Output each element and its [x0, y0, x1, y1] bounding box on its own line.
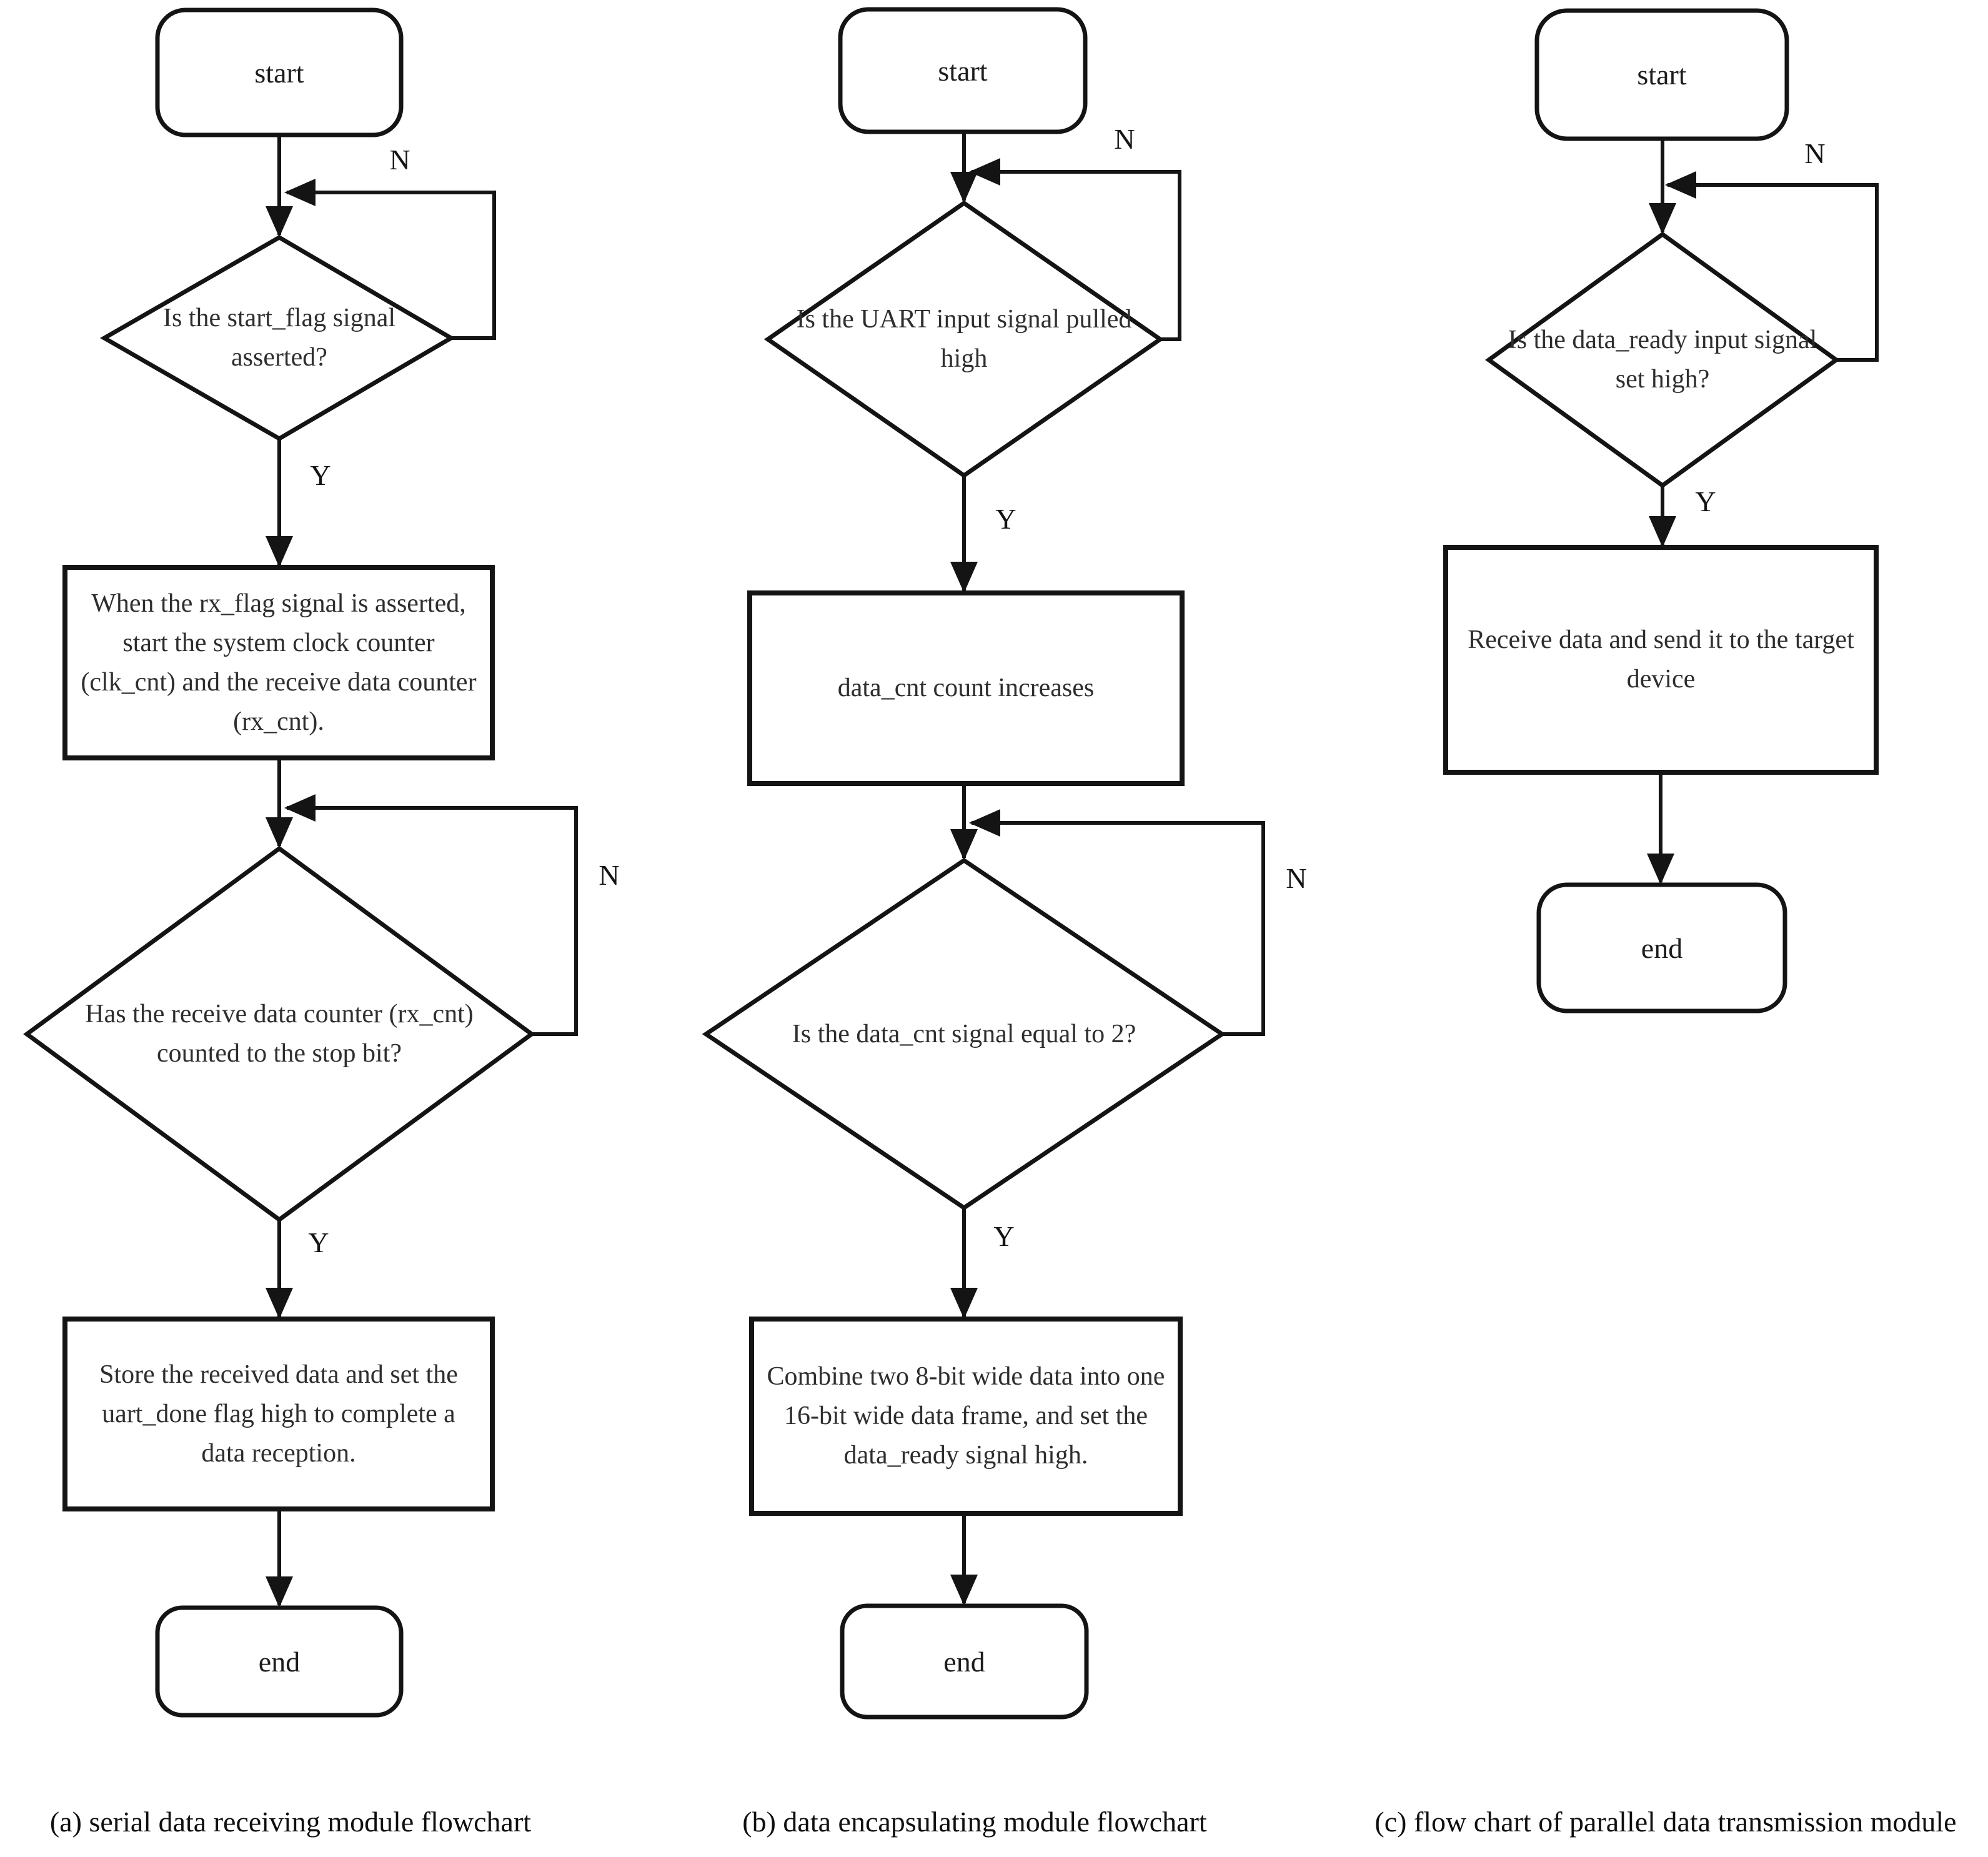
a-branch-y2: Y — [308, 1226, 329, 1258]
b-loop-decision2-no — [969, 809, 1265, 1036]
a-arrow-into-process1 — [266, 536, 293, 567]
b-decision1-shape — [763, 200, 1165, 479]
c-arrow-loop1 — [1665, 171, 1696, 199]
a-loop-decision2-no — [284, 794, 578, 1036]
a-start-shape — [155, 7, 404, 137]
a-arrow-into-decision2 — [266, 817, 293, 849]
c-loop-decision1-no — [1665, 171, 1879, 362]
a-end-shape — [155, 1605, 404, 1718]
b-process1-shape — [747, 590, 1185, 786]
b-arrow-into-process1 — [950, 562, 978, 593]
c-caption: (c) flow chart of parallel data transmis… — [1374, 1805, 1957, 1838]
a-connector-decision1-process1 — [266, 439, 293, 567]
b-decision2-shape — [702, 857, 1226, 1211]
c-start-label: start — [1637, 59, 1687, 91]
a-branch-y1: Y — [310, 459, 331, 491]
b-arrow-into-decision2 — [950, 829, 978, 860]
b-branch-n2: N — [1286, 862, 1307, 894]
a-loop-decision1-no — [284, 179, 496, 340]
c-process1-label: Receive data and send it to the target d… — [1468, 625, 1854, 694]
b-decision1-label: Is the UART input signal pulled high — [796, 305, 1132, 373]
c-connector-decision1-process1 — [1649, 485, 1676, 547]
c-decision1-shape — [1485, 231, 1840, 489]
c-branch-y1: Y — [1695, 485, 1716, 517]
b-arrow-loop1 — [969, 158, 1000, 186]
a-arrow-into-end — [266, 1576, 293, 1608]
b-process2-label: Combine two 8-bit wide data into one 16-… — [767, 1362, 1165, 1470]
c-end-shape — [1536, 882, 1787, 1013]
b-end-shape — [840, 1603, 1089, 1720]
a-decision2-label: Has the receive data counter (rx_cnt) co… — [85, 1000, 474, 1068]
c-connector-process1-end — [1647, 772, 1674, 885]
a-process2-shape — [62, 1317, 495, 1511]
b-connector-decision2-process2 — [950, 1208, 978, 1319]
b-arrow-loop2 — [969, 809, 1000, 837]
b-loop-decision1-no — [969, 158, 1181, 341]
b-connector-process2-end — [950, 1513, 978, 1606]
c-start-shape — [1534, 8, 1789, 141]
b-branch-y2: Y — [993, 1220, 1015, 1252]
b-decision2-label: Is the data_cnt signal equal to 2? — [792, 1019, 1136, 1048]
a-connector-process2-end — [266, 1509, 293, 1608]
a-decision2-shape — [23, 845, 535, 1223]
c-end-label: end — [1641, 932, 1683, 964]
a-caption: (a) serial data receiving module flowcha… — [49, 1805, 532, 1838]
b-process2-shape — [749, 1317, 1183, 1516]
b-arrow-into-process2 — [950, 1288, 978, 1319]
b-connector-process1-decision2 — [950, 784, 978, 860]
b-branch-n1: N — [1114, 122, 1135, 155]
a-process2-label: Store the received data and set the uart… — [99, 1360, 458, 1468]
a-start-label: start — [254, 56, 304, 89]
b-caption: (b) data encapsulating module flowchart — [742, 1805, 1207, 1838]
c-arrow-into-process1 — [1649, 516, 1676, 547]
b-process1-label: data_cnt count increases — [837, 674, 1095, 702]
c-branch-n1: N — [1804, 137, 1826, 169]
b-start-shape — [838, 7, 1088, 134]
a-arrow-into-decision1 — [266, 206, 293, 237]
a-arrow-into-process2 — [266, 1288, 293, 1319]
b-branch-y1: Y — [995, 502, 1016, 535]
b-connector-start-decision1 — [950, 132, 978, 203]
a-decision1-shape — [99, 234, 455, 442]
b-arrow-into-decision1 — [950, 172, 978, 203]
b-start-label: start — [938, 54, 988, 87]
a-connector-start-decision1 — [266, 135, 293, 237]
a-branch-n2: N — [599, 859, 620, 891]
a-connector-process1-decision2 — [266, 758, 293, 849]
c-arrow-into-decision1 — [1649, 203, 1676, 234]
c-process1-shape — [1443, 545, 1879, 775]
b-arrow-into-end — [950, 1575, 978, 1606]
a-arrow-loop2 — [284, 794, 316, 822]
a-decision1-label: Is the start_flag signal asserted? — [162, 304, 396, 372]
a-end-label: end — [258, 1645, 301, 1678]
a-connector-decision2-process2 — [266, 1220, 293, 1319]
a-branch-n1: N — [389, 143, 410, 176]
a-process1-label: When the rx_flag signal is asserted, sta… — [81, 589, 477, 736]
b-connector-decision1-process1 — [950, 475, 978, 593]
a-arrow-loop1 — [284, 179, 316, 206]
a-process1-shape — [62, 565, 495, 760]
c-connector-start-decision1 — [1649, 139, 1676, 234]
c-arrow-into-end — [1647, 854, 1674, 885]
b-end-label: end — [943, 1645, 985, 1678]
c-decision1-label: Is the data_ready input signal set high? — [1508, 326, 1817, 394]
